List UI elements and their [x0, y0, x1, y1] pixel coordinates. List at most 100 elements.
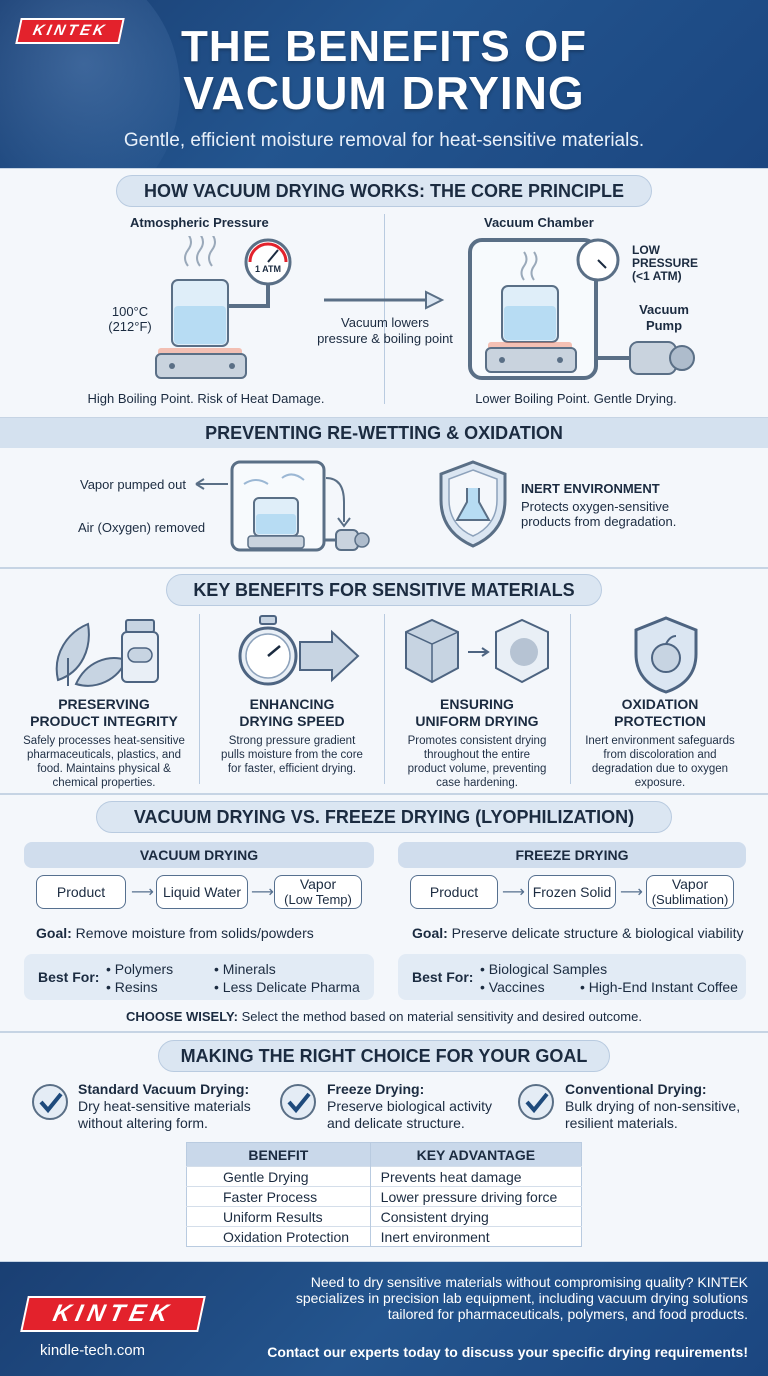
inert-environment-title: INERT ENVIRONMENT [521, 481, 660, 496]
choice-conventional-title: Conventional Drying: [565, 1081, 707, 1097]
benefits-divider-1 [199, 614, 200, 784]
choice-conventional-text: Bulk drying of non-sensitive, resilient … [565, 1098, 741, 1131]
table-row: Faster Process Lower pressure driving fo… [186, 1186, 582, 1207]
atmospheric-caption: High Boiling Point. Risk of Heat Damage. [87, 391, 325, 406]
freeze-best-for-box [398, 954, 746, 1000]
freeze-goal-label: Goal: [412, 925, 448, 941]
flow-arrow-icon: ⟶ [251, 884, 274, 901]
page-title-line2: VACUUM DRYING [183, 67, 585, 119]
vacuum-goal: Goal: Remove moisture from solids/powder… [36, 925, 314, 941]
checkmark-icon [280, 1084, 316, 1120]
low-pressure-label: LOW PRESSURE (<1 ATM) [632, 243, 699, 283]
freeze-best-list-a: • Biological Samples • Vaccines [480, 961, 608, 995]
benefit-speed: ENHANCING DRYING SPEED Strong pressure g… [196, 696, 388, 776]
principle-divider [384, 214, 385, 404]
kintek-footer-logo[interactable]: KINTEK [20, 1296, 206, 1332]
choose-wisely-text: Select the method based on material sens… [241, 1009, 642, 1024]
table-header-benefit: BENEFIT [186, 1142, 371, 1167]
best-minerals: Minerals [222, 961, 276, 977]
checkmark-icon [32, 1084, 68, 1120]
freeze-best-label: Best For: [412, 969, 474, 985]
vacuum-chamber-label: Vacuum Chamber [484, 215, 594, 230]
atmospheric-beaker-illustration [155, 236, 292, 379]
table-row: Oxidation Protection Inert environment [186, 1226, 582, 1247]
table-cell: Uniform Results [186, 1206, 371, 1227]
flask-shield-icon [439, 460, 507, 548]
table-cell: Lower pressure driving force [369, 1186, 582, 1207]
flow-arrow-icon: ⟶ [502, 884, 525, 901]
flow-arrow-icon: ⟶ [131, 884, 154, 901]
benefit-integrity: PRESERVING PRODUCT INTEGRITY Safely proc… [8, 696, 200, 790]
gauge-reading-label: 1 ATM [255, 264, 281, 274]
website-link[interactable]: kindle-tech.com [40, 1342, 146, 1359]
benefit-integrity-title: PRESERVING PRODUCT INTEGRITY [30, 696, 178, 729]
vacuum-drying-header: VACUUM DRYING [24, 842, 374, 868]
benefit-uniform-title: ENSURING UNIFORM DRYING [415, 696, 539, 729]
steam-icon [520, 251, 538, 281]
table-row: Gentle Drying Prevents heat damage [186, 1166, 582, 1187]
vacuum-caption: Lower Boiling Point. Gentle Drying. [475, 391, 677, 406]
best-resins: Resins [114, 979, 158, 995]
process-arrow-icon [324, 290, 445, 310]
leaf-and-pill-bottle-icon [55, 619, 159, 687]
table-header-row: BENEFIT KEY ADVANTAGE [186, 1142, 582, 1167]
apple-shield-icon [634, 616, 698, 694]
benefit-oxidation-title: OXIDATION PROTECTION [614, 696, 706, 729]
benefits-divider-2 [384, 614, 385, 784]
freeze-flow-product: Product [410, 875, 498, 909]
vacuum-best-list-b: • Minerals • Less Delicate Pharma [214, 961, 360, 995]
choose-wisely-note: CHOOSE WISELY: Select the method based o… [0, 1009, 768, 1024]
comparison-heading: VACUUM DRYING VS. FREEZE DRYING (LYOPHIL… [96, 801, 672, 833]
vacuum-chamber-illustration [468, 238, 695, 380]
rewetting-section [0, 448, 768, 568]
best-polymers: Polymers [114, 961, 174, 977]
rewetting-heading: PREVENTING RE-WETTING & OXIDATION [0, 418, 768, 448]
best-vaccines: Vaccines [488, 979, 545, 995]
atmospheric-pressure-label: Atmospheric Pressure [130, 215, 269, 230]
freeze-goal: Goal: Preserve delicate structure & biol… [412, 925, 743, 941]
contact-cta[interactable]: Contact our experts today to discuss you… [267, 1344, 748, 1360]
choice-standard-title: Standard Vacuum Drying: [78, 1081, 250, 1097]
vacuum-pump-label: Vacuum Pump [639, 302, 689, 333]
freeze-flow-frozen: Frozen Solid [528, 875, 616, 909]
rewetting-chamber-illustration [195, 460, 370, 552]
freeze-flow-vapor-note: (Sublimation) [651, 892, 729, 907]
benefit-uniform-text: Promotes consistent drying throughout th… [407, 735, 547, 789]
freeze-best-list-b: • High-End Instant Coffee [580, 979, 738, 995]
benefit-integrity-text: Safely processes heat-sensitive pharmace… [23, 735, 185, 789]
cube-icon [405, 618, 549, 684]
benefit-speed-title: ENHANCING DRYING SPEED [239, 696, 345, 729]
steam-icon [184, 236, 216, 267]
freeze-drying-header: FREEZE DRYING [398, 842, 746, 868]
table-cell: Prevents heat damage [369, 1166, 582, 1187]
vacuum-goal-label: Goal: [36, 925, 72, 941]
freeze-flow-product-label: Product [429, 883, 479, 900]
benefit-speed-text: Strong pressure gradient pulls moisture … [221, 735, 363, 775]
table-row: Uniform Results Consistent drying [186, 1206, 582, 1227]
table-cell: Gentle Drying [186, 1166, 371, 1187]
stopwatch-icon [238, 615, 360, 686]
temperature-label: 100°C (212°F) [108, 304, 152, 334]
air-removed-label: Air (Oxygen) removed [78, 520, 206, 535]
vacuum-flow-vapor-note: (Low Temp) [284, 892, 352, 907]
footer-message: Need to dry sensitive materials without … [295, 1274, 748, 1322]
vacuum-flow-vapor-label: Vapor [299, 876, 337, 892]
vacuum-flow-liquid-label: Liquid Water [162, 883, 242, 900]
table-cell: Oxidation Protection [186, 1226, 371, 1247]
page-title-line1: THE BENEFITS OF [180, 22, 588, 71]
choose-wisely-label: CHOOSE WISELY: [126, 1009, 238, 1024]
vacuum-best-for-box [24, 954, 374, 1000]
table-cell: Faster Process [186, 1186, 371, 1207]
vacuum-flow-product-label: Product [56, 883, 106, 900]
checkmark-icon [518, 1084, 554, 1120]
vacuum-best-label: Best For: [38, 969, 100, 985]
inert-environment-text: Protects oxygen-sensitive products from … [521, 499, 677, 529]
benefit-oxidation-text: Inert environment safeguards from discol… [585, 735, 735, 789]
freeze-flow-frozen-label: Frozen Solid [532, 883, 612, 900]
choice-freeze-text: Preserve biological activity and delicat… [327, 1098, 492, 1131]
vacuum-flow-vapor: Vapor (Low Temp) [274, 875, 362, 909]
flow-arrow-icon: ⟶ [620, 884, 643, 901]
vacuum-goal-text: Remove moisture from solids/powders [75, 925, 314, 941]
choice-freeze-title: Freeze Drying: [327, 1081, 425, 1097]
best-less-delicate-pharma: Less Delicate Pharma [222, 979, 360, 995]
